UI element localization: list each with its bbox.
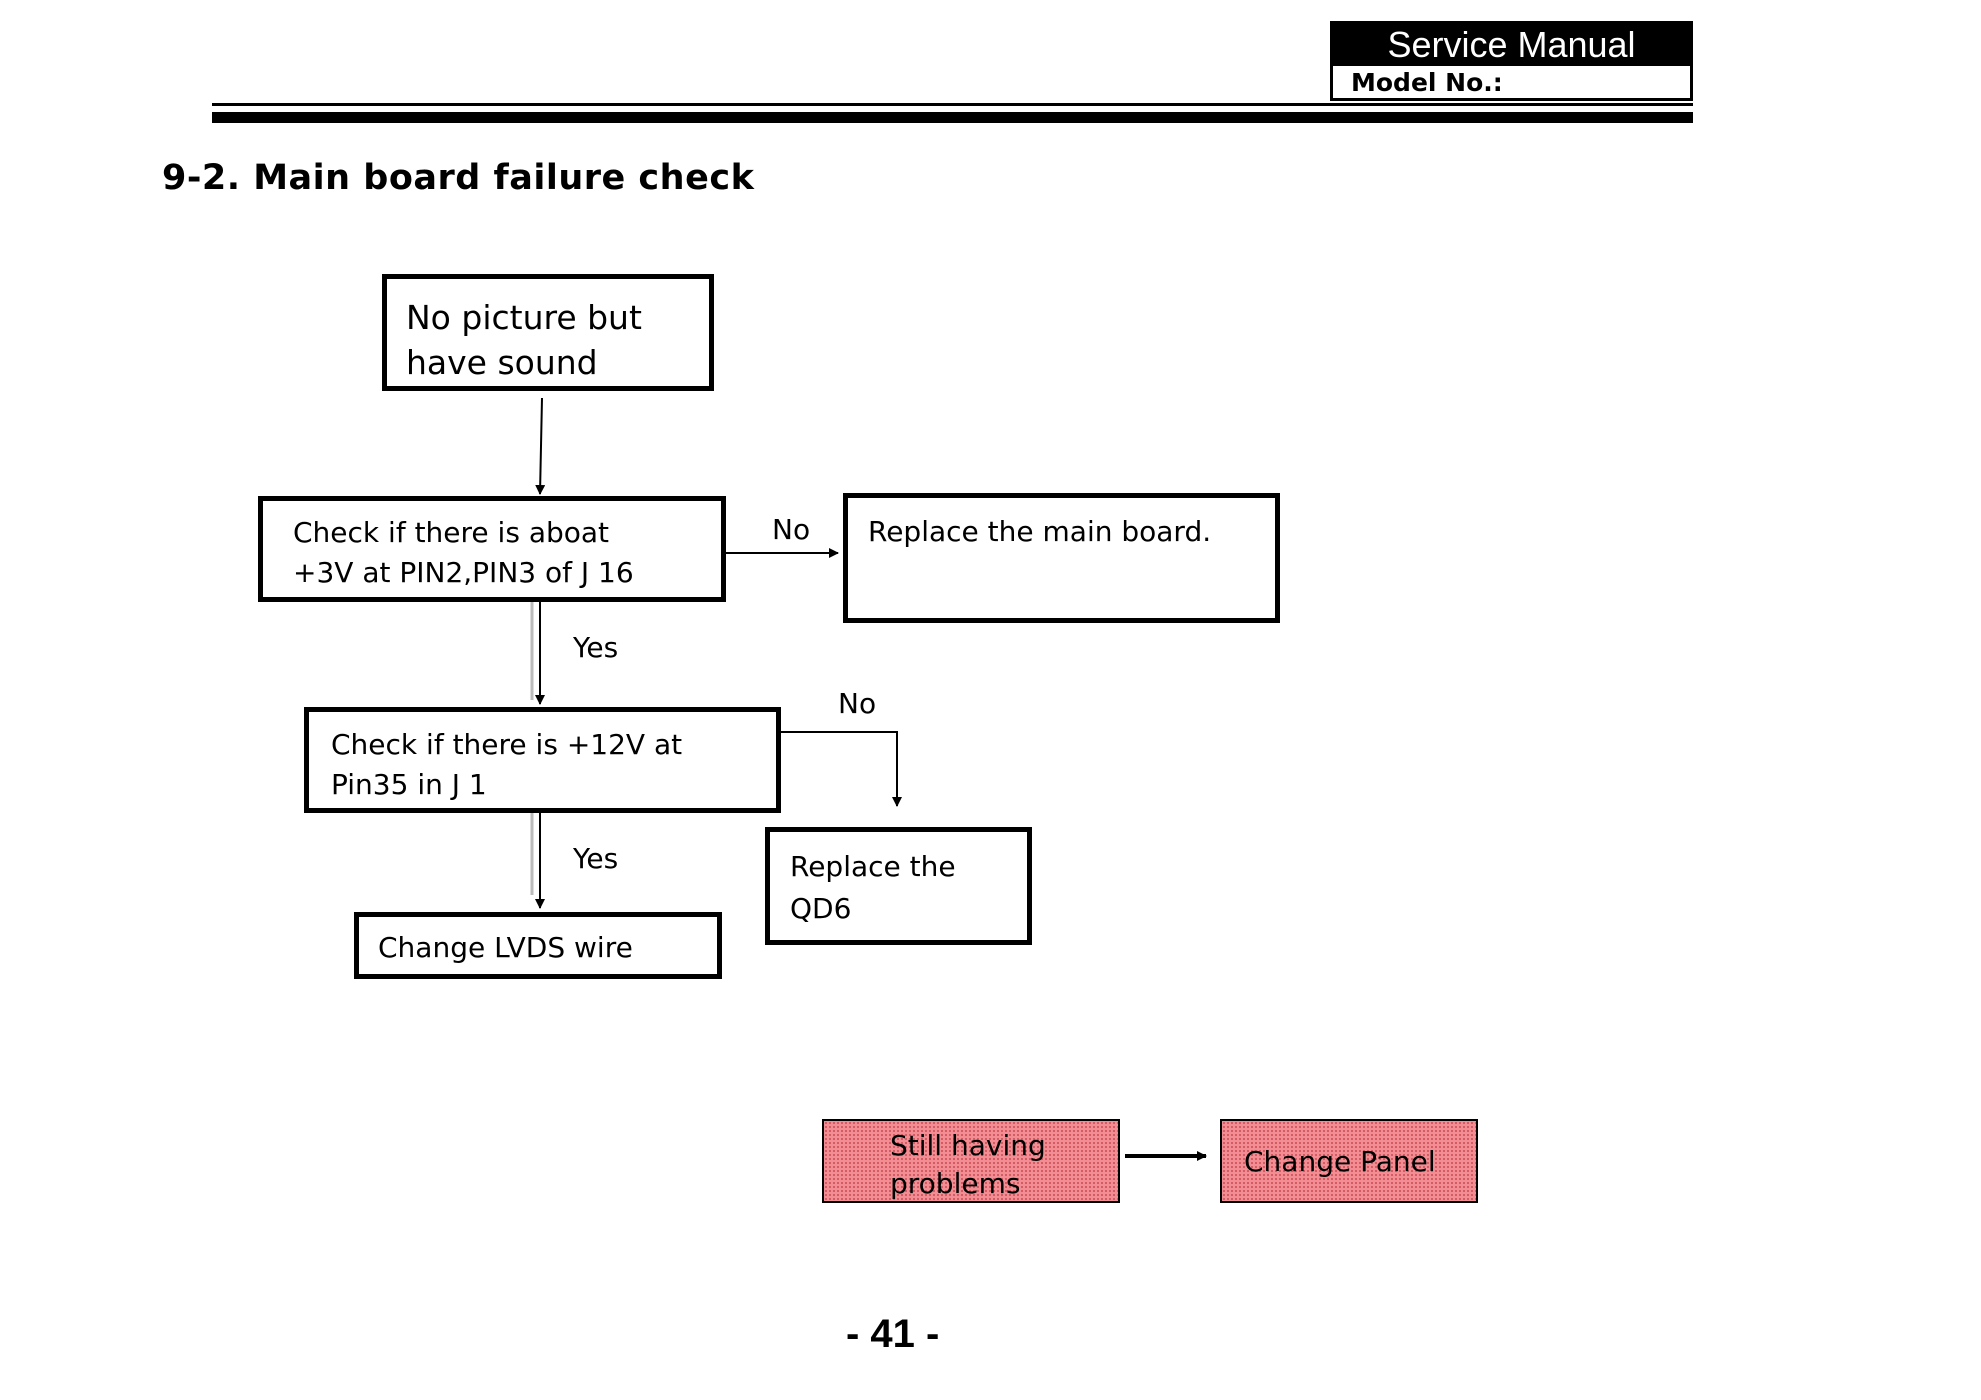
replace-qd6-box: Replace the QD6 bbox=[765, 827, 1032, 945]
change-panel-box: Change Panel bbox=[1220, 1119, 1478, 1203]
change-lvds-box: Change LVDS wire bbox=[354, 912, 722, 979]
change-lvds-text: Change LVDS wire bbox=[378, 931, 633, 964]
service-manual-header: Service Manual Model No.: bbox=[1330, 21, 1693, 101]
label-no-1: No bbox=[772, 513, 811, 546]
start-text: No picture but have sound bbox=[406, 298, 642, 382]
header-rule-thin bbox=[212, 103, 1693, 106]
check-3v-box: Check if there is aboat +3V at PIN2,PIN3… bbox=[258, 496, 726, 602]
header-title: Service Manual bbox=[1333, 24, 1690, 66]
still-having-problems-box: Still having problems bbox=[822, 1119, 1120, 1203]
arrow-start-to-check-3v bbox=[535, 397, 546, 495]
replace-main-board-box: Replace the main board. bbox=[843, 493, 1280, 623]
header-rule-thick bbox=[212, 112, 1693, 123]
label-yes-1: Yes bbox=[573, 631, 619, 664]
label-no-2: No bbox=[838, 687, 877, 720]
replace-main-board-text: Replace the main board. bbox=[868, 515, 1212, 548]
check-12v-text: Check if there is +12V at Pin35 in J 1 bbox=[331, 728, 683, 801]
replace-qd6-text: Replace the QD6 bbox=[790, 850, 956, 925]
check-3v-text: Check if there is aboat +3V at PIN2,PIN3… bbox=[293, 516, 634, 589]
check-12v-box: Check if there is +12V at Pin35 in J 1 bbox=[304, 707, 781, 813]
section-title: 9-2. Main board failure check bbox=[162, 158, 755, 198]
label-yes-2: Yes bbox=[573, 842, 619, 875]
still-having-problems-text: Still having problems bbox=[890, 1129, 1046, 1200]
change-panel-text: Change Panel bbox=[1244, 1145, 1436, 1178]
start-box: No picture but have sound bbox=[382, 274, 714, 391]
arrow-no-to-replace-qd6 bbox=[781, 731, 902, 807]
model-number-label: Model No.: bbox=[1351, 68, 1503, 97]
page-number: - 41 - bbox=[846, 1312, 940, 1356]
